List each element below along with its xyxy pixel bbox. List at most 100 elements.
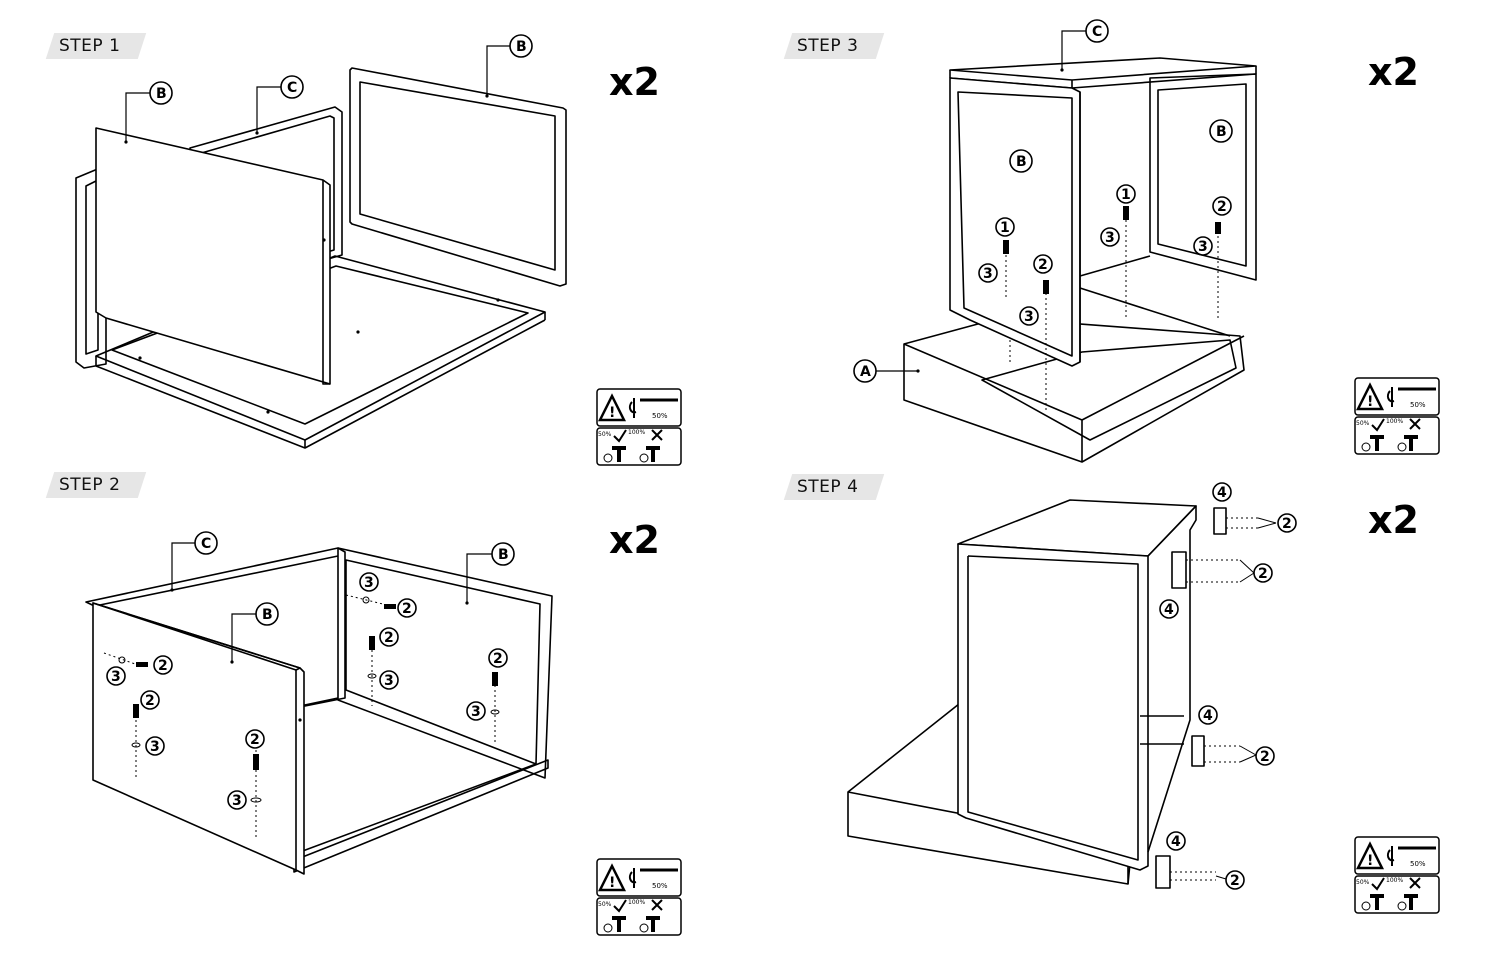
svg-text:3: 3 bbox=[1105, 230, 1115, 246]
step-4-foot-4c: 4 bbox=[1198, 705, 1218, 725]
step-4-screw-2a: 2 bbox=[1277, 513, 1297, 533]
svg-text:3: 3 bbox=[232, 793, 242, 809]
svg-text:3: 3 bbox=[1024, 309, 1034, 325]
step-3-label: STEP 3 bbox=[797, 36, 859, 56]
svg-text:100%: 100% bbox=[1386, 418, 1403, 425]
step-2-fastener-2b: 2 bbox=[140, 690, 160, 710]
step-3-fastener-3b: 3 bbox=[1019, 306, 1039, 326]
svg-text:2: 2 bbox=[250, 732, 260, 748]
svg-text:3: 3 bbox=[983, 266, 993, 282]
step-2-fastener-3a: 3 bbox=[106, 666, 126, 686]
step-2-fastener-2f: 2 bbox=[488, 648, 508, 668]
svg-text:2: 2 bbox=[402, 601, 412, 617]
step-1-callout-b-left: B bbox=[125, 81, 173, 142]
svg-text:50%: 50% bbox=[1356, 420, 1370, 427]
svg-text:B: B bbox=[1016, 154, 1027, 170]
step-3-torque-warning: ! 50% 50% 100% bbox=[1354, 377, 1440, 455]
step-4-label: STEP 4 bbox=[797, 477, 859, 497]
svg-text:3: 3 bbox=[364, 575, 374, 591]
svg-text:4: 4 bbox=[1217, 485, 1227, 501]
step-4-foot-4d: 4 bbox=[1166, 831, 1186, 851]
step-2-multiplier: x2 bbox=[609, 518, 660, 562]
svg-text:2: 2 bbox=[1038, 257, 1048, 273]
svg-text:B: B bbox=[498, 547, 509, 563]
step-2-fastener-2c: 2 bbox=[245, 729, 265, 749]
step-3-drawing: C A B B 1 3 2 3 1 3 2 3 bbox=[853, 19, 1257, 463]
svg-text:A: A bbox=[860, 364, 871, 380]
svg-text:3: 3 bbox=[150, 739, 160, 755]
svg-text:C: C bbox=[287, 80, 297, 96]
step-1-drawing: B C B bbox=[75, 34, 567, 449]
step-3-fastener-3a: 3 bbox=[978, 263, 998, 283]
svg-text:!: ! bbox=[609, 875, 615, 891]
svg-text:100%: 100% bbox=[628, 899, 645, 906]
step-4-screw-2c: 2 bbox=[1255, 746, 1275, 766]
svg-text:2: 2 bbox=[1217, 199, 1227, 215]
step-2-fastener-3c: 3 bbox=[227, 790, 247, 810]
step-4-foot-4a: 4 bbox=[1212, 482, 1232, 502]
step-3-callout-a: A bbox=[853, 359, 918, 383]
svg-text:1: 1 bbox=[1000, 220, 1010, 236]
step-3-fastener-3c: 3 bbox=[1100, 227, 1120, 247]
step-1-torque-warning: ! 50% 50% 100% bbox=[596, 388, 682, 466]
svg-text:4: 4 bbox=[1164, 602, 1174, 618]
step-3-fastener-1b: 1 bbox=[1116, 184, 1136, 204]
svg-text:50%: 50% bbox=[1356, 879, 1370, 886]
step-2-fastener-3d: 3 bbox=[359, 572, 379, 592]
svg-text:50%: 50% bbox=[652, 412, 668, 420]
step-2-callout-b-front: B bbox=[231, 602, 279, 662]
step-3-fastener-2b: 2 bbox=[1212, 196, 1232, 216]
step-1-multiplier: x2 bbox=[609, 60, 660, 104]
step-2-callout-c: C bbox=[171, 531, 218, 590]
step-3-label-b-left: B bbox=[1009, 149, 1033, 173]
svg-text:2: 2 bbox=[493, 651, 503, 667]
step-2-drawing: C B B 2 3 2 3 2 3 3 2 2 3 2 3 bbox=[85, 531, 553, 875]
svg-text:B: B bbox=[516, 39, 527, 55]
svg-text:50%: 50% bbox=[652, 882, 668, 890]
svg-text:2: 2 bbox=[1230, 873, 1240, 889]
svg-text:!: ! bbox=[1367, 853, 1373, 869]
svg-text:2: 2 bbox=[1260, 749, 1270, 765]
step-1-callout-b-right: B bbox=[486, 34, 533, 96]
svg-text:50%: 50% bbox=[1410, 860, 1426, 868]
svg-text:2: 2 bbox=[145, 693, 155, 709]
svg-text:50%: 50% bbox=[598, 901, 612, 908]
svg-text:C: C bbox=[201, 536, 211, 552]
step-3-label-b-right: B bbox=[1209, 119, 1233, 143]
step-4-screw-2d: 2 bbox=[1225, 870, 1245, 890]
svg-text:3: 3 bbox=[384, 673, 394, 689]
svg-text:!: ! bbox=[1367, 394, 1373, 410]
svg-text:B: B bbox=[156, 86, 167, 102]
step-2-fastener-2e: 2 bbox=[379, 627, 399, 647]
svg-text:50%: 50% bbox=[598, 431, 612, 438]
svg-text:!: ! bbox=[609, 405, 615, 421]
svg-text:2: 2 bbox=[1258, 566, 1268, 582]
svg-text:3: 3 bbox=[1198, 239, 1208, 255]
step-3-multiplier: x2 bbox=[1368, 50, 1419, 94]
step-2-label: STEP 2 bbox=[59, 475, 121, 495]
step-1-callout-c: C bbox=[256, 75, 304, 133]
step-2-fastener-3f: 3 bbox=[466, 701, 486, 721]
step-2-fastener-3b: 3 bbox=[145, 736, 165, 756]
step-4-foot-4b: 4 bbox=[1159, 599, 1179, 619]
svg-text:4: 4 bbox=[1203, 708, 1213, 724]
step-2-torque-warning: ! 50% 50% 100% bbox=[596, 858, 682, 936]
svg-text:50%: 50% bbox=[1410, 401, 1426, 409]
svg-text:2: 2 bbox=[1282, 516, 1292, 532]
svg-text:4: 4 bbox=[1171, 834, 1181, 850]
svg-text:B: B bbox=[1216, 124, 1227, 140]
step-2-fastener-2a: 2 bbox=[153, 655, 173, 675]
step-2-callout-b-side: B bbox=[466, 542, 515, 603]
svg-text:2: 2 bbox=[384, 630, 394, 646]
svg-text:B: B bbox=[262, 607, 273, 623]
svg-text:100%: 100% bbox=[628, 429, 645, 436]
step-4-drawing: 4 2 2 4 4 2 4 2 bbox=[847, 482, 1297, 890]
step-4-screw-2b: 2 bbox=[1253, 563, 1273, 583]
step-2-fastener-2d: 2 bbox=[397, 598, 417, 618]
svg-text:100%: 100% bbox=[1386, 877, 1403, 884]
svg-text:2: 2 bbox=[158, 658, 168, 674]
svg-text:3: 3 bbox=[471, 704, 481, 720]
step-4-multiplier: x2 bbox=[1368, 498, 1419, 542]
step-3-fastener-1a: 1 bbox=[995, 217, 1015, 237]
